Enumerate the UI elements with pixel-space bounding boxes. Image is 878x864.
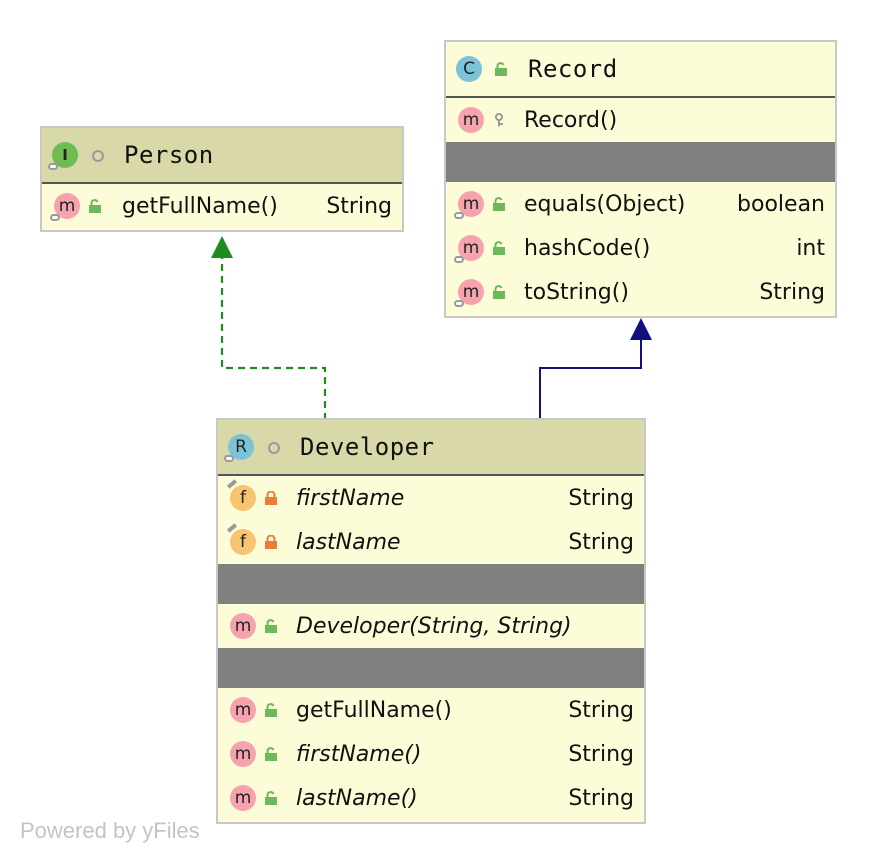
- section-separator: [218, 564, 644, 604]
- public-visibility-icon: [265, 747, 277, 761]
- private-lock-icon: [265, 491, 277, 505]
- package-visibility-icon: [268, 442, 280, 454]
- class-developer-header[interactable]: R Developer: [218, 420, 644, 476]
- method-icon: m: [454, 235, 484, 263]
- public-visibility-icon: [265, 619, 277, 633]
- method-type: String: [568, 697, 634, 723]
- implements-arrowhead: [211, 236, 233, 258]
- method-name: toString(): [524, 279, 629, 305]
- section-separator: [446, 142, 835, 182]
- public-visibility-icon: [493, 285, 505, 299]
- method-row[interactable]: m lastName() String: [218, 776, 644, 820]
- method-name: firstName(): [296, 741, 422, 767]
- public-visibility-icon: [89, 199, 101, 213]
- field-icon: f: [230, 485, 256, 511]
- section-separator: [218, 648, 644, 688]
- method-row[interactable]: m hashCode() int: [446, 226, 835, 270]
- method-name: getFullName(): [296, 697, 452, 723]
- record-icon: R: [224, 434, 254, 462]
- method-type: String: [759, 279, 825, 305]
- extends-edge: [539, 340, 642, 420]
- method-name: lastName(): [296, 785, 418, 811]
- field-name: firstName: [296, 485, 405, 511]
- method-row[interactable]: m getFullName() String: [218, 688, 644, 732]
- constructor-row[interactable]: m Developer(String, String): [218, 604, 644, 648]
- implements-edge: [220, 256, 327, 420]
- class-record[interactable]: C Record m Record() m equals(Object) boo…: [444, 40, 837, 318]
- constructor-name: Record(): [524, 107, 618, 133]
- method-name: getFullName(): [122, 193, 278, 219]
- method-row[interactable]: m getFullName() String: [42, 184, 402, 228]
- method-row[interactable]: m toString() String: [446, 270, 835, 314]
- method-icon: m: [454, 279, 484, 307]
- class-person[interactable]: I Person m getFullName() String: [40, 126, 404, 232]
- method-icon: m: [458, 107, 484, 133]
- method-name: hashCode(): [524, 235, 651, 261]
- class-icon: C: [456, 56, 482, 82]
- method-icon: m: [230, 613, 256, 639]
- constructor-name: Developer(String, String): [296, 613, 572, 639]
- method-type: int: [796, 235, 825, 261]
- public-visibility-icon: [265, 703, 277, 717]
- public-visibility-icon: [493, 241, 505, 255]
- powered-by-credit: Powered by yFiles: [20, 818, 200, 843]
- class-record-header[interactable]: C Record: [446, 42, 835, 98]
- constructor-row[interactable]: m Record(): [446, 98, 835, 142]
- class-developer[interactable]: R Developer f firstName String f lastNam…: [216, 418, 646, 824]
- method-icon: m: [50, 193, 80, 221]
- field-row[interactable]: f firstName String: [218, 476, 644, 520]
- method-icon: m: [230, 697, 256, 723]
- field-type: String: [568, 485, 634, 511]
- public-visibility-icon: [265, 791, 277, 805]
- class-title: Developer: [300, 433, 435, 461]
- public-visibility-icon: [495, 62, 507, 76]
- method-name: equals(Object): [524, 191, 686, 217]
- field-row[interactable]: f lastName String: [218, 520, 644, 564]
- field-type: String: [568, 529, 634, 555]
- field-name: lastName: [296, 529, 401, 555]
- key-icon: [495, 113, 503, 127]
- method-type: boolean: [737, 191, 825, 217]
- method-type: String: [568, 741, 634, 767]
- field-icon: f: [230, 529, 256, 555]
- class-title: Person: [124, 141, 214, 169]
- method-icon: m: [454, 191, 484, 219]
- public-visibility-icon: [493, 197, 505, 211]
- class-title: Record: [528, 55, 618, 83]
- method-type: String: [568, 785, 634, 811]
- private-lock-icon: [265, 535, 277, 549]
- method-row[interactable]: m equals(Object) boolean: [446, 182, 835, 226]
- method-row[interactable]: m firstName() String: [218, 732, 644, 776]
- interface-icon: I: [48, 142, 78, 170]
- method-icon: m: [230, 741, 256, 767]
- extends-arrowhead: [630, 318, 652, 340]
- class-person-header[interactable]: I Person: [42, 128, 402, 184]
- method-icon: m: [230, 785, 256, 811]
- package-visibility-icon: [92, 150, 104, 162]
- method-type: String: [326, 193, 392, 219]
